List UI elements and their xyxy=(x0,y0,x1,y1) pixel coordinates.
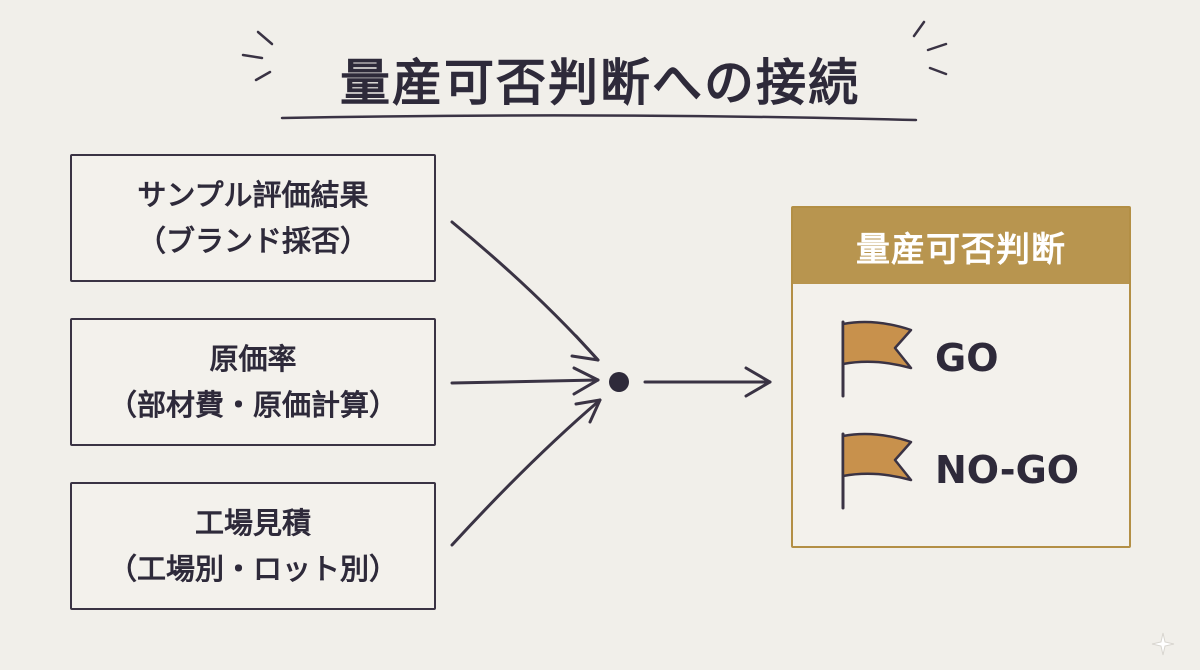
input-box-label: 原価率 xyxy=(209,342,297,376)
decision-header: 量産可否判断 xyxy=(793,208,1129,284)
title-underline xyxy=(280,114,918,122)
arrowhead-cost xyxy=(572,366,600,396)
flag-icon xyxy=(841,320,913,398)
input-box-sublabel: （工場別・ロット別） xyxy=(107,552,398,586)
input-box-label: 工場見積 xyxy=(194,506,311,540)
page-title: 量産可否判断への接続 xyxy=(340,54,860,112)
option-label: NO-GO xyxy=(935,448,1080,492)
option-no-go: NO-GO xyxy=(835,430,1079,510)
sparkle-icon xyxy=(1151,632,1175,656)
input-box-cost-rate: 原価率 （部材費・原価計算） xyxy=(70,318,436,446)
input-box-sublabel: （部材費・原価計算） xyxy=(107,388,398,422)
flag-icon xyxy=(841,432,913,510)
input-box-sample-evaluation: サンプル評価結果 （ブランド採否） xyxy=(70,154,436,282)
input-box-label: サンプル評価結果 xyxy=(137,178,369,212)
input-box-sublabel: （ブランド採否） xyxy=(136,224,369,258)
option-label: GO xyxy=(935,336,999,380)
arrow-factory-to-junction xyxy=(450,398,602,547)
arrowhead-sample xyxy=(570,334,600,362)
decision-panel: 量産可否判断 GO NO-GO xyxy=(791,206,1131,548)
arrow-sample-to-junction xyxy=(450,220,600,362)
arrowhead-factory xyxy=(574,398,602,424)
arrow-cost-to-junction xyxy=(450,378,600,385)
junction-dot xyxy=(609,372,629,392)
arrowhead-decision xyxy=(744,366,772,398)
title-sparkles xyxy=(241,20,948,82)
option-go: GO xyxy=(835,318,999,398)
input-box-factory-quote: 工場見積 （工場別・ロット別） xyxy=(70,482,436,610)
